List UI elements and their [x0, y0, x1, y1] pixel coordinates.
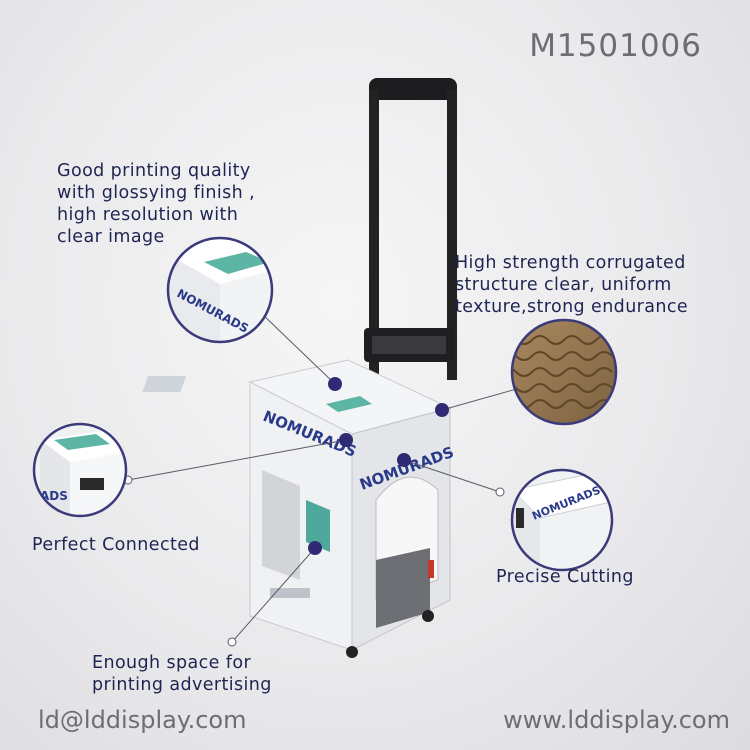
trolley-handle	[364, 78, 457, 380]
contact-website: www.lddisplay.com	[503, 706, 730, 734]
annotation-corrugated: High strength corrugated structure clear…	[455, 252, 688, 318]
annotation-space: Enough space for printing advertising	[92, 652, 272, 696]
annotation-line: Good printing quality	[57, 161, 251, 181]
annotation-line: texture,strong endurance	[455, 297, 689, 317]
leader-ring	[227, 637, 237, 647]
display-box: NOMURADS NOMURADS	[142, 359, 456, 651]
marker-printing	[328, 377, 342, 391]
annotation-line: High strength corrugated	[455, 253, 686, 273]
annotation-line: Enough space for	[92, 653, 252, 673]
leader-ring	[495, 487, 505, 497]
marker-space	[308, 541, 322, 555]
marker-cutting	[397, 453, 411, 467]
leader-line	[403, 459, 501, 493]
annotation-line: with glossying finish ,	[57, 183, 256, 203]
bubble-brand-text: ADS	[40, 489, 68, 503]
annotation-cutting: Precise Cutting	[496, 567, 634, 587]
annotation-connected: Perfect Connected	[32, 535, 200, 555]
contact-email: ld@lddisplay.com	[38, 706, 247, 734]
leader-line	[127, 439, 347, 481]
annotation-line: clear image	[57, 227, 165, 247]
leader-line	[231, 547, 316, 643]
zoom-bubble-connected: ADS	[32, 422, 128, 518]
annotation-line: structure clear, uniform	[455, 275, 672, 295]
model-code: M1501006	[529, 28, 702, 64]
zoom-bubble-corrugated	[510, 318, 618, 426]
annotation-printing: Good printing quality with glossying fin…	[57, 160, 255, 248]
leader-line	[441, 387, 521, 411]
zoom-bubble-printing: NOMURADS	[166, 236, 274, 344]
wheel	[422, 610, 434, 622]
wheel	[346, 646, 358, 658]
marker-corrugated	[435, 403, 449, 417]
zoom-bubble-cutting: NOMURADS	[510, 468, 614, 572]
leader-line	[259, 311, 336, 385]
annotation-line: high resolution with	[57, 205, 239, 225]
annotation-line: printing advertising	[92, 675, 272, 695]
marker-connected	[339, 433, 353, 447]
